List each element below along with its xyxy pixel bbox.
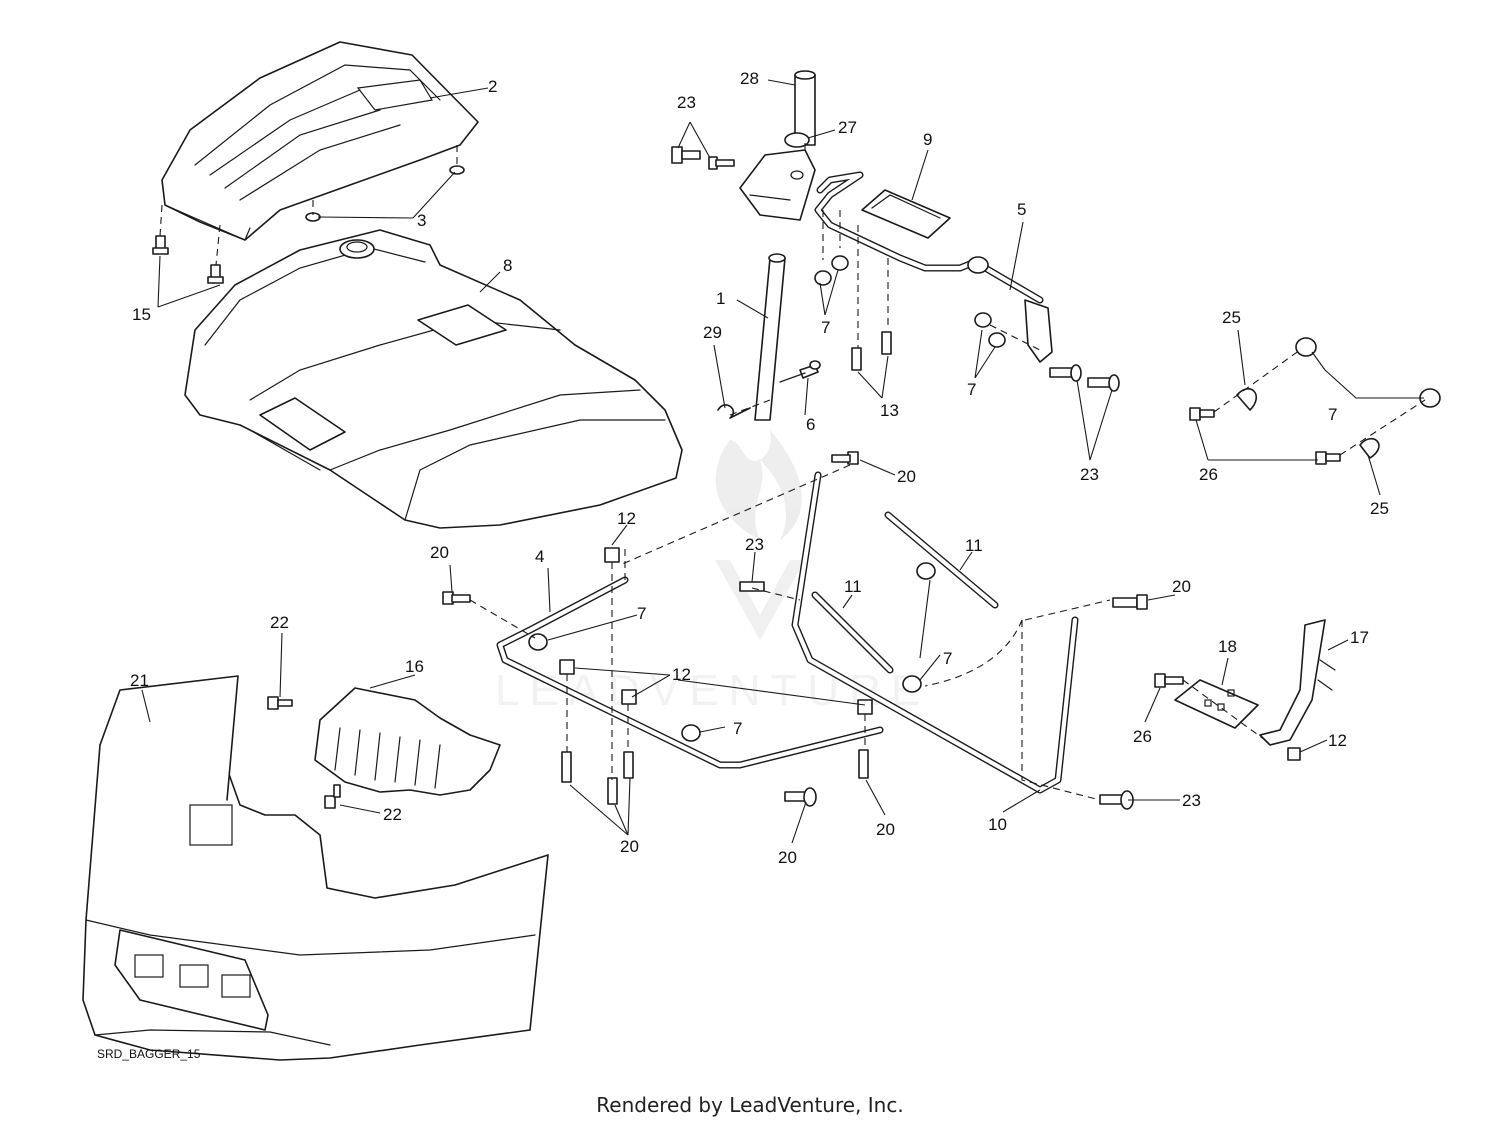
upper-dashlines	[729, 140, 1041, 416]
drawing-code: SRD_BAGGER_15	[97, 1047, 201, 1061]
callout-20-left: 20	[430, 543, 449, 562]
callout-7-e: 7	[943, 649, 952, 668]
callout-13: 13	[880, 401, 899, 420]
callout-7-f: 7	[733, 719, 742, 738]
callout-23-right: 23	[1080, 465, 1099, 484]
callout-29: 29	[703, 323, 722, 342]
deflector-plate	[314, 687, 501, 796]
plate-bolt	[1154, 673, 1184, 688]
callout-labels: 2 3 15 8 28 27 23 9 5 1 29 6 7 13 7 23 2…	[130, 69, 1389, 867]
callout-26-top: 26	[1199, 465, 1218, 484]
callout-8: 8	[503, 256, 512, 275]
callout-10: 10	[988, 815, 1007, 834]
deflector-bolt	[267, 696, 341, 809]
callout-20-bottom: 20	[620, 837, 639, 856]
callout-25-top: 25	[1222, 308, 1241, 327]
bag-latch	[861, 189, 951, 239]
callout-23-mid: 23	[745, 535, 764, 554]
callout-16: 16	[405, 657, 424, 676]
callout-26-bottom: 26	[1133, 727, 1152, 746]
callout-20-lower: 20	[876, 820, 895, 839]
callout-7-d: 7	[637, 604, 646, 623]
callout-2: 2	[488, 77, 497, 96]
frame-nut	[528, 562, 936, 742]
callout-20-top: 20	[897, 467, 916, 486]
upper-handle-bar	[739, 149, 1053, 363]
callout-21: 21	[130, 671, 149, 690]
clevis-pin	[779, 360, 821, 383]
footer-credit: Rendered by LeadVenture, Inc.	[596, 1093, 904, 1117]
callout-1: 1	[716, 289, 725, 308]
callout-22-bottom: 22	[383, 805, 402, 824]
right-hardware	[1189, 337, 1441, 465]
right-dashlines	[1213, 349, 1426, 456]
callout-15: 15	[132, 305, 151, 324]
hood-bolt	[152, 235, 224, 284]
main-hood	[184, 229, 683, 529]
callout-23-bottom: 23	[1182, 791, 1201, 810]
callout-25-bottom: 25	[1370, 499, 1389, 518]
bracket-bolt	[671, 146, 735, 170]
callout-27: 27	[838, 118, 857, 137]
lock-nut	[814, 255, 1006, 348]
callout-22-top: 22	[270, 613, 289, 632]
callout-9: 9	[923, 130, 932, 149]
washer	[784, 132, 810, 148]
callout-20-right: 20	[1172, 577, 1191, 596]
pin-tube	[794, 70, 816, 146]
callout-20-center: 20	[778, 848, 797, 867]
bag-frame-front	[496, 576, 884, 769]
callout-7-b: 7	[967, 380, 976, 399]
callout-7-c: 7	[1328, 405, 1337, 424]
frame-bolt	[442, 451, 1148, 807]
leader-lines	[141, 79, 1424, 844]
callout-18: 18	[1218, 637, 1237, 656]
callout-12-a: 12	[617, 509, 636, 528]
hood-top-cover	[161, 41, 479, 241]
callout-17: 17	[1350, 628, 1369, 647]
callout-12-b: 12	[672, 665, 691, 684]
support-rod	[811, 511, 999, 674]
frame-carriage-bolt	[739, 581, 1134, 810]
callout-12-c: 12	[1328, 731, 1347, 750]
callout-11-a: 11	[965, 536, 983, 555]
callout-4: 4	[535, 547, 544, 566]
callout-3: 3	[417, 211, 426, 230]
mount-bracket	[1259, 619, 1336, 746]
callout-23-top: 23	[677, 93, 696, 112]
callout-6: 6	[806, 415, 815, 434]
callout-5: 5	[1017, 200, 1026, 219]
support-tube	[754, 253, 786, 421]
callout-7-a: 7	[821, 318, 830, 337]
handle-bolt	[851, 331, 892, 371]
square-nut	[559, 547, 1301, 761]
callout-11-b: 11	[844, 577, 862, 596]
carriage-bolt	[1049, 364, 1120, 392]
hairpin-clip	[717, 404, 751, 419]
grass-bag	[82, 675, 549, 1061]
callout-28: 28	[740, 69, 759, 88]
hood-dashlines	[159, 145, 458, 266]
